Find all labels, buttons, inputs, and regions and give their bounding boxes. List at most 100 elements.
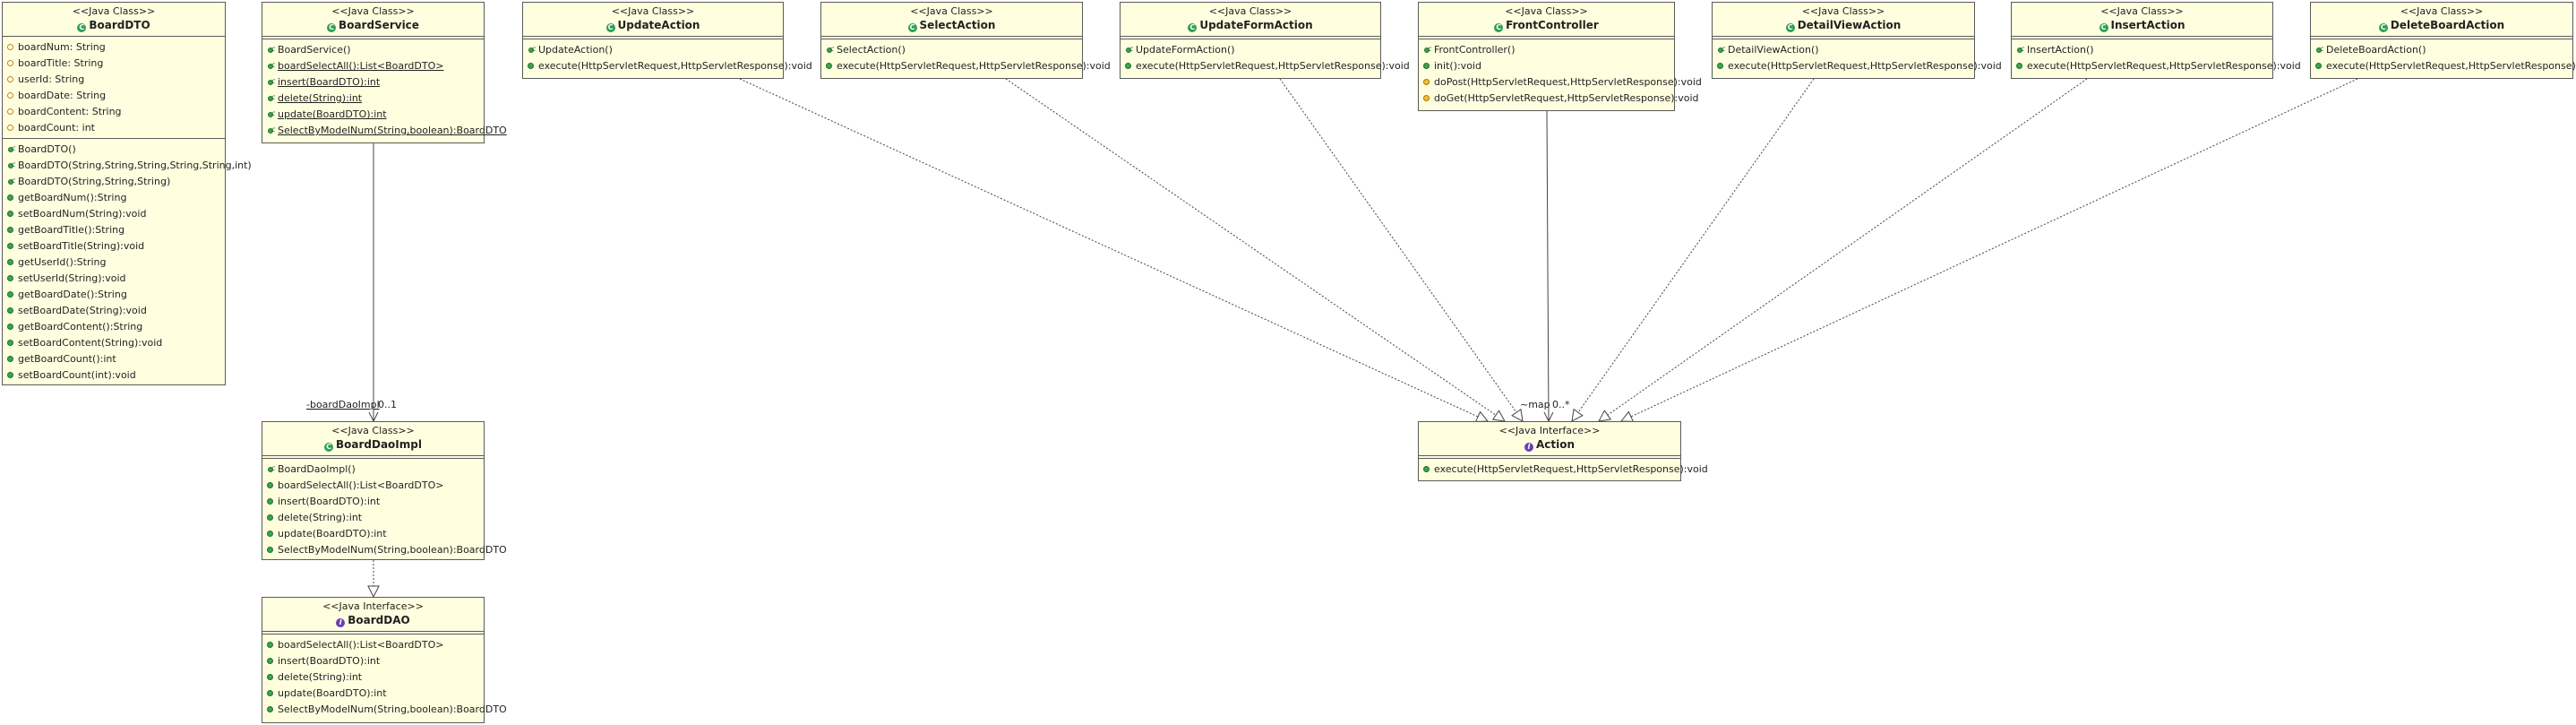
class-name: BoardDTO — [89, 19, 150, 31]
method-row: update(BoardDTO):int — [262, 106, 484, 123]
method-row: execute(HttpServletRequest,HttpServletRe… — [2012, 58, 2301, 74]
class-icon: C — [324, 443, 333, 452]
method-row: execute(HttpServletRequest,HttpServletRe… — [1713, 58, 2002, 74]
method-row: getBoardNum():String — [3, 190, 225, 206]
field-row: boardDate: String — [3, 88, 225, 104]
method-row: getBoardCount():int — [3, 351, 225, 367]
field-row: boardNum: String — [3, 39, 225, 56]
public-method-icon — [7, 291, 13, 298]
method-row: execute(HttpServletRequest,HttpServletRe… — [523, 58, 812, 74]
static-method-icon — [267, 57, 276, 73]
public-method-icon — [267, 642, 273, 648]
selectaction-realizes-action — [1005, 78, 1505, 421]
stereotype: <<Java Interface>> — [322, 600, 424, 612]
class-name: UpdateAction — [617, 19, 700, 31]
methods-section: execute(HttpServletRequest,HttpServletRe… — [1419, 458, 1708, 479]
private-field-icon — [7, 108, 13, 115]
updateaction-realizes-action — [739, 78, 1488, 421]
class-name: BoardService — [339, 19, 419, 31]
deleteboardaction-realizes-action — [1621, 78, 2358, 421]
interface-name: BoardDAO — [348, 614, 410, 626]
interface-icon: I — [336, 618, 346, 627]
class-icon: C — [1494, 23, 1504, 32]
method-row: InsertAction() — [2012, 41, 2272, 58]
role-boarddaoimpl: -boardDaoImpl — [306, 399, 380, 410]
constructor-icon — [1717, 41, 1726, 57]
public-method-icon — [267, 498, 273, 505]
private-field-icon — [7, 76, 13, 82]
field-row: userId: String — [3, 72, 225, 88]
method-row: SelectByModelNum(String,boolean):BoardDT… — [262, 122, 507, 139]
method-row: setBoardTitle(String):void — [3, 238, 225, 255]
public-method-icon — [7, 227, 13, 233]
public-method-icon — [528, 63, 534, 69]
class-name: InsertAction — [2110, 19, 2185, 31]
method-row: doGet(HttpServletRequest,HttpServletResp… — [1419, 91, 1699, 107]
field-row: boardTitle: String — [3, 56, 225, 72]
constructor-icon — [528, 41, 537, 57]
method-row: SelectAction() — [821, 41, 1082, 58]
protected-method-icon — [1423, 79, 1430, 85]
method-row: BoardDaoImpl() — [262, 461, 484, 478]
insertaction-realizes-action — [1599, 78, 2088, 421]
public-method-icon — [7, 356, 13, 362]
class-icon: C — [1785, 23, 1795, 32]
public-method-icon — [826, 63, 832, 69]
constructor-icon — [7, 157, 16, 173]
methods-section: FrontController() init():void doPost(Htt… — [1419, 39, 1702, 108]
method-row: boardSelectAll():List<BoardDTO> — [262, 478, 484, 494]
method-row: getUserId():String — [3, 255, 225, 271]
stereotype: <<Java Interface>> — [1498, 425, 1601, 436]
method-row: delete(String):int — [262, 669, 484, 686]
public-method-icon — [1717, 63, 1723, 69]
method-row: getBoardDate():String — [3, 287, 225, 303]
fields-section: boardNum: String boardTitle: String user… — [3, 37, 225, 138]
method-row: insert(BoardDTO):int — [262, 73, 484, 91]
class-name: UpdateFormAction — [1199, 19, 1313, 31]
class-icon: C — [77, 23, 87, 32]
public-method-icon — [7, 259, 13, 265]
method-row: execute(HttpServletRequest,HttpServletRe… — [2311, 58, 2576, 74]
methods-section: SelectAction() execute(HttpServletReques… — [821, 39, 1111, 76]
class-icon: C — [907, 23, 917, 32]
methods-section: DeleteBoardAction() execute(HttpServletR… — [2311, 39, 2576, 76]
protected-method-icon — [1423, 95, 1430, 101]
method-row: setBoardDate(String):void — [3, 303, 225, 319]
field-row: boardContent: String — [3, 104, 225, 120]
public-method-icon — [267, 706, 273, 712]
method-row: BoardDTO(String,String,String) — [3, 173, 225, 190]
public-method-icon — [267, 690, 273, 696]
public-method-icon — [1125, 63, 1131, 69]
field-row: boardCount: int — [3, 120, 225, 136]
constructor-icon — [2016, 41, 2025, 57]
stereotype: <<Java Class>> — [910, 5, 993, 17]
static-method-icon — [267, 106, 276, 122]
class-icon: C — [327, 23, 337, 32]
updateformaction-realizes-action — [1279, 78, 1523, 421]
public-method-icon — [7, 211, 13, 217]
stereotype: <<Java Class>> — [331, 425, 415, 436]
interface-name: Action — [1535, 438, 1576, 451]
frontcontroller-to-action — [1547, 110, 1549, 421]
constructor-icon — [267, 461, 276, 477]
method-row: boardSelectAll():List<BoardDTO> — [262, 637, 484, 653]
method-row: SelectByModelNum(String,boolean):BoardDT… — [262, 542, 507, 558]
stereotype: <<Java Class>> — [331, 5, 415, 17]
public-method-icon — [2315, 63, 2322, 69]
methods-section: boardSelectAll():List<BoardDTO> insert(B… — [262, 634, 507, 720]
static-method-icon — [267, 73, 276, 90]
detailviewaction-realizes-action — [1572, 78, 1815, 421]
